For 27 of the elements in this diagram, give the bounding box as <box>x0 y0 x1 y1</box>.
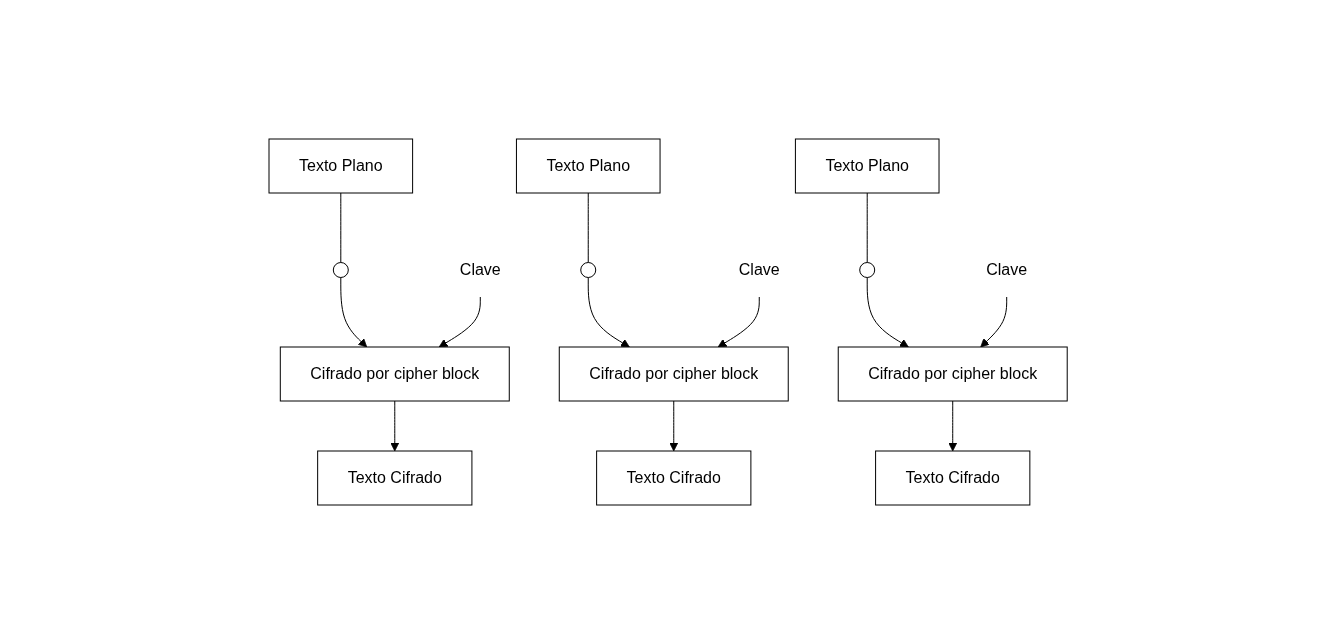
connector <box>587 192 589 263</box>
arrow <box>980 296 1008 348</box>
arrow <box>866 277 909 348</box>
node-text: Clave <box>459 261 501 278</box>
connector <box>866 192 868 263</box>
arrow <box>717 296 760 348</box>
arrow <box>669 400 679 452</box>
node-box: Cifrado por cipher block <box>558 346 789 402</box>
node-circle <box>859 262 876 278</box>
node-box: Cifrado por cipher block <box>279 346 510 402</box>
node-box: Texto Plano <box>794 138 940 194</box>
node-box: Cifrado por cipher block <box>837 346 1068 402</box>
node-box: Texto Plano <box>515 138 661 194</box>
connector <box>340 192 342 263</box>
arrow <box>948 400 957 452</box>
arrow <box>340 277 368 348</box>
node-circle <box>580 262 597 278</box>
node-circle <box>332 262 349 278</box>
node-box: Texto Plano <box>268 138 413 194</box>
node-box: Texto Cifrado <box>596 450 752 506</box>
node-box: Texto Cifrado <box>875 450 1031 506</box>
node-text: Clave <box>986 261 1028 278</box>
arrow <box>587 277 630 348</box>
arrow <box>390 400 400 452</box>
arrow <box>438 296 481 348</box>
node-text: Clave <box>738 261 780 278</box>
node-box: Texto Cifrado <box>317 450 473 506</box>
